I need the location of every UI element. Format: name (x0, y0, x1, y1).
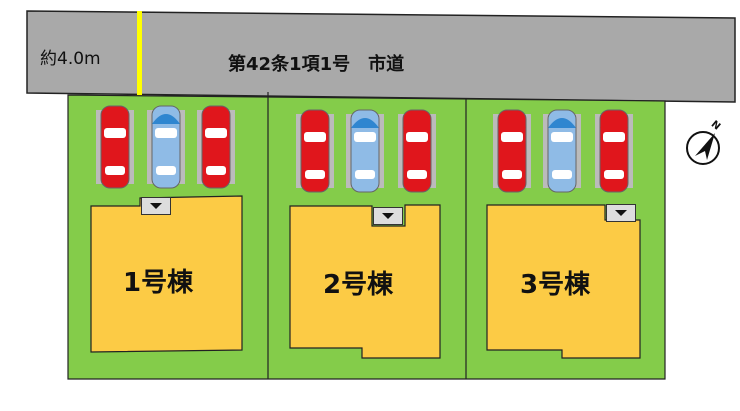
entrance-marker-2 (373, 207, 403, 225)
road-width-label: 約4.0m (40, 49, 101, 69)
entrance-marker-3 (606, 204, 636, 222)
building-2-label: 2号棟 (323, 270, 394, 300)
building-3-footprint (486, 204, 641, 359)
building-3-label: 3号棟 (520, 270, 591, 300)
car-blue-icon (147, 104, 185, 190)
road-name-label: 第42条1項1号 市道 (228, 54, 405, 75)
compass-north-label: N (709, 119, 722, 133)
car-red-icon (595, 108, 633, 194)
building-2-footprint (289, 204, 441, 359)
car-red-icon (296, 108, 334, 194)
car-red-icon (197, 104, 235, 190)
building-1-label: 1号棟 (123, 268, 194, 298)
car-blue-icon (346, 108, 384, 194)
car-red-icon (493, 108, 531, 194)
car-red-icon (398, 108, 436, 194)
road-width-marker (137, 11, 142, 97)
building-1-footprint (90, 195, 243, 353)
car-red-icon (96, 104, 134, 190)
road (26, 10, 736, 103)
car-blue-icon (543, 108, 581, 194)
north-compass-icon: N (686, 119, 722, 165)
entrance-marker-1 (141, 197, 171, 215)
